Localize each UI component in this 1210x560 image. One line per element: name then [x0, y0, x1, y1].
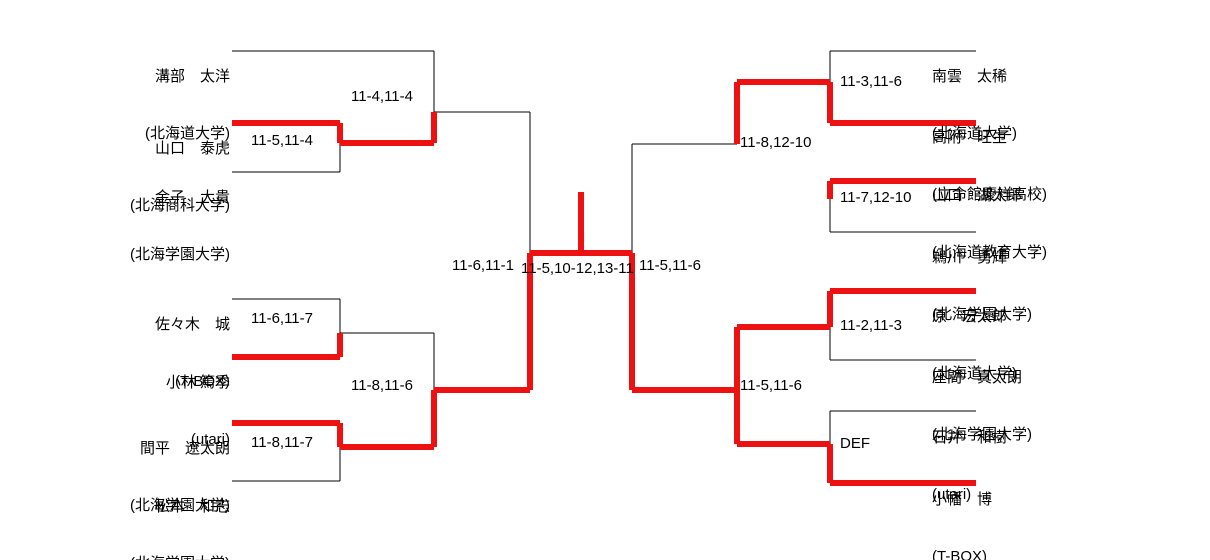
- player-entry: 松本 和志 (北海学園大学): [52, 459, 230, 560]
- score-label: 11-6,11-1: [452, 257, 514, 274]
- score-label: 11-8,11-6: [351, 377, 413, 394]
- player-affiliation: (北海道教育大学): [932, 244, 1047, 261]
- player-name: 小幡 博: [932, 491, 993, 508]
- player-affiliation: (北海道大学): [932, 365, 1017, 382]
- player-name: 山口 泰虎: [154, 140, 230, 157]
- player-entry: 小幡 博 (T-BOX): [932, 452, 1192, 560]
- player-affiliation: (北海学園大学): [932, 306, 1032, 323]
- player-name: 金子 大貴: [154, 189, 230, 206]
- player-affiliation: (utari): [932, 486, 972, 503]
- player-affiliation: (T-BOX): [175, 373, 230, 390]
- score-label: 11-6,11-7: [251, 310, 313, 327]
- player-affiliation: (T-BOX): [932, 548, 987, 560]
- player-name: 高附 旺生: [932, 129, 1008, 146]
- player-affiliation: (utari): [190, 431, 230, 448]
- player-affiliation: (立命館慶祥高校): [932, 186, 1047, 203]
- player-entry: 原 宏太郎 (北海道大学): [932, 269, 1192, 421]
- player-name: 小林 篤季: [165, 374, 230, 391]
- player-affiliation: (北海道大学): [932, 125, 1017, 142]
- player-name: 山口 湖太郎: [932, 187, 1023, 204]
- score-label: 11-5,11-4: [251, 132, 313, 149]
- player-name: 南雲 太稀: [932, 68, 1008, 85]
- player-name: 間平 遼太朗: [139, 440, 230, 457]
- player-name: 佐々木 城: [154, 316, 230, 333]
- player-name: 溝部 太洋: [154, 68, 230, 85]
- player-name: 松本 和志: [154, 498, 230, 515]
- player-entry: 石井 和樹 (utari): [932, 390, 1192, 542]
- player-entry: 溝部 太洋 (北海道大学): [60, 29, 230, 181]
- score-label-final: 11-5,10-12,13-11: [521, 260, 634, 277]
- player-entry: 鵜川 勇輝 (北海学園大学): [932, 210, 1192, 362]
- score-label: 11-5,11-6: [740, 377, 802, 394]
- player-entry: 山口 泰虎 (北海商科大学): [60, 101, 230, 253]
- score-label: 11-2,11-3: [840, 317, 902, 334]
- player-affiliation: (北海道大学): [145, 125, 230, 142]
- score-label: 11-8,11-7: [251, 434, 313, 451]
- player-entry: 佐々木 城 (T-BOX): [60, 277, 230, 429]
- score-label: 11-3,11-6: [840, 73, 902, 90]
- player-affiliation: (北海学園大学): [52, 554, 230, 560]
- player-affiliation: (北海商科大学): [130, 197, 230, 214]
- player-entry: 金子 大貴 (北海学園大学): [60, 150, 230, 302]
- score-label: 11-7,12-10: [840, 189, 912, 206]
- player-name: 石井 和樹: [932, 429, 1008, 446]
- player-name: 原 宏太郎: [932, 308, 1008, 325]
- player-name: 鵜川 勇輝: [932, 249, 1008, 266]
- player-entry: 高附 旺生 (立命館慶祥高校): [932, 90, 1192, 242]
- score-label: 11-5,11-6: [639, 257, 701, 274]
- player-name: 座間 真太朗: [932, 369, 1023, 386]
- winner-path-lines: [232, 79, 976, 486]
- score-label: DEF: [840, 435, 870, 452]
- player-affiliation: (北海学園大学): [932, 426, 1032, 443]
- score-label: 11-4,11-4: [351, 88, 413, 105]
- player-entry: 小林 篤季 (utari): [60, 335, 230, 487]
- player-entry: 座間 真太朗 (北海学園大学): [932, 330, 1192, 482]
- score-label: 11-8,12-10: [740, 134, 812, 151]
- player-entry: 南雲 太稀 (北海道大学): [932, 29, 1192, 181]
- player-affiliation: (北海学園大学): [130, 497, 230, 514]
- player-entry: 間平 遼太朗 (北海学園大学): [52, 401, 230, 553]
- player-entry: 山口 湖太郎 (北海道教育大学): [932, 148, 1192, 300]
- player-affiliation: (北海学園大学): [130, 246, 230, 263]
